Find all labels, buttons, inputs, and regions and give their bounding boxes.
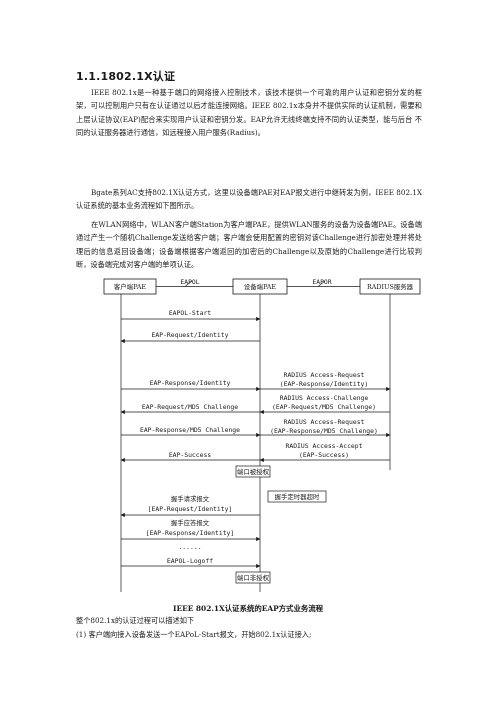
eapor-link-tick (317, 280, 326, 287)
msg-handshake-request-payload: [EAP-Request/Identity] (148, 505, 233, 513)
msg-radius-access-accept: RADIUS Access-Accept (286, 442, 363, 450)
msg-ellipsis: ...... (178, 543, 201, 551)
handshake-timer-box (267, 490, 327, 503)
msg-radius-access-accept-payload: (EAP-Success) (299, 451, 349, 459)
device-pae-label: 设备端PAE (244, 282, 276, 291)
section-heading: 1.1.1802.1X认证 (76, 70, 176, 83)
eapol-link-tick (184, 280, 193, 287)
paragraph-intro: IEEE 802.1x是一种基于端口的网络接入控制技术，该技术提供一个可靠的用户… (76, 86, 422, 140)
process-intro: 整个802.1x的认证过程可以描述如下 (76, 616, 195, 625)
msg-eap-response-identity: EAP-Response/Identity (150, 379, 231, 387)
msg-eap-request-identity: EAP-Request/Identity (152, 331, 229, 339)
msg-eapol-start: EAPOL-Start (169, 309, 211, 317)
msg-port-unauthorized: 端口非授权 (237, 573, 270, 582)
msg-port-authorized: 端口被授权 (237, 467, 270, 476)
msg-radius-access-request-2-payload: (EAP-Response/MD5 Challenge) (270, 427, 378, 435)
paragraph-bgate-text: Bgate系列AC支持802.1X认证方式，这里以设备端PAE对EAP报文进行中… (76, 188, 422, 211)
eapol-label: EAPOL (180, 278, 199, 286)
msg-handshake-timer: 握手定时器超时 (275, 492, 320, 501)
paragraph-wlan: 在WLAN网络中，WLAN客户端Station为客户端PAE，提供WLAN服务的… (76, 218, 422, 272)
paragraph-intro-text: IEEE 802.1x是一种基于端口的网络接入控制技术，该技术提供一个可靠的用户… (76, 88, 422, 138)
msg-eap-response-md5: EAP-Response/MD5 Challenge (140, 426, 240, 434)
client-pae-label: 客户端PAE (114, 282, 146, 291)
radius-server-label: RADIUS服务器 (367, 282, 414, 291)
msg-radius-access-request-1: RADIUS Access-Request (284, 371, 365, 379)
msg-radius-access-challenge-payload: (EAP-Request/MD5 Challenge) (272, 403, 376, 411)
msg-handshake-response: 握手应答报文 (171, 518, 210, 527)
eapor-label: EAPOR (312, 278, 331, 286)
msg-handshake-request: 握手请求报文 (171, 494, 210, 503)
port-authorized-box (235, 465, 271, 478)
msg-eap-success: EAP-Success (169, 451, 211, 459)
port-unauthorized-box (235, 571, 271, 584)
msg-radius-access-challenge: RADIUS Access-Challenge (280, 394, 369, 402)
diagram-caption: IEEE 802.1X认证系统的EAP方式业务流程 (172, 604, 324, 613)
process-step-1: (1) 客户端向接入设备发送一个EAPoL-Start报文，开始802.1x认证… (76, 630, 312, 639)
msg-radius-access-request-2: RADIUS Access-Request (284, 418, 365, 426)
msg-eap-request-md5: EAP-Request/MD5 Challenge (142, 403, 238, 411)
msg-radius-access-request-1-payload: (EAP-Response/Identity) (280, 380, 369, 388)
paragraph-bgate: Bgate系列AC支持802.1X认证方式，这里以设备端PAE对EAP报文进行中… (76, 186, 422, 213)
msg-eapol-logoff: EAPOL-Logoff (167, 557, 213, 565)
msg-handshake-response-payload: [EAP-Response/Identity] (146, 529, 235, 537)
paragraph-wlan-text: 在WLAN网络中，WLAN客户端Station为客户端PAE，提供WLAN服务的… (76, 220, 422, 270)
